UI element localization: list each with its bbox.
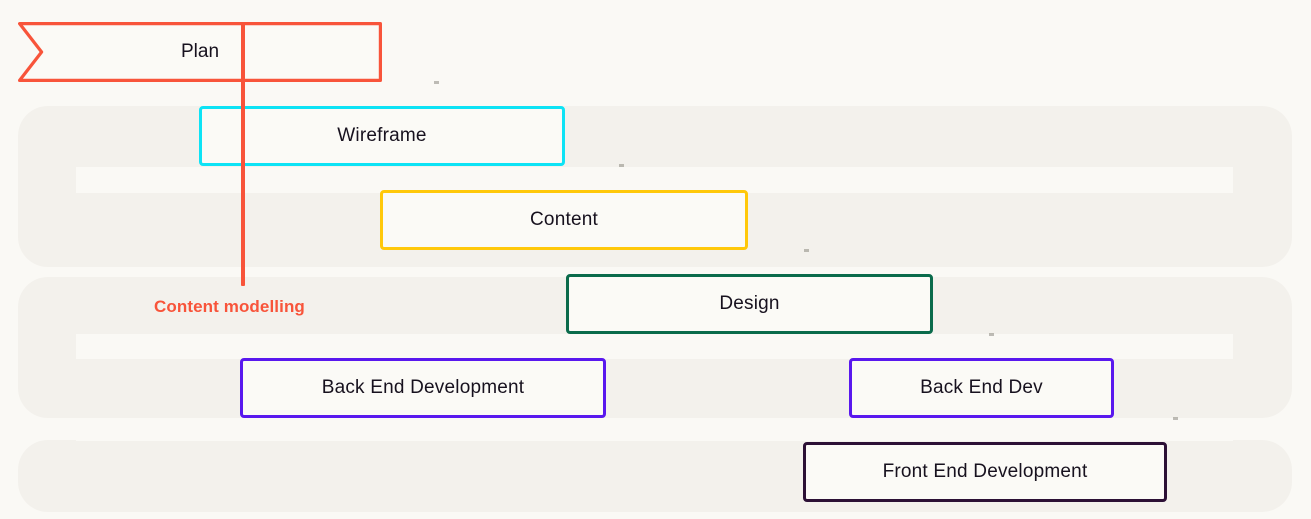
- task-bar-design[interactable]: Design: [566, 274, 933, 334]
- task-bar-plan[interactable]: Plan: [18, 22, 382, 82]
- ribbon-shape: [18, 22, 382, 82]
- grid-tick: [804, 249, 809, 252]
- row-stripe: [76, 334, 1233, 359]
- grid-tick: [1173, 417, 1178, 420]
- task-bar-front-end-development[interactable]: Front End Development: [803, 442, 1167, 502]
- row-stripe: [76, 167, 1233, 193]
- grid-tick: [989, 333, 994, 336]
- content-modelling-marker-line: [241, 22, 245, 286]
- task-label-design: Design: [719, 293, 780, 314]
- grid-tick: [434, 81, 439, 84]
- task-bar-wireframe[interactable]: Wireframe: [199, 106, 565, 166]
- task-label-plan: Plan: [180, 41, 220, 62]
- content-modelling-marker-label: Content modelling: [154, 297, 305, 316]
- task-label-back-end-dev: Back End Dev: [920, 377, 1043, 398]
- task-bar-back-end-dev[interactable]: Back End Dev: [849, 358, 1114, 418]
- row-stripe: [76, 419, 1233, 441]
- grid-tick: [619, 164, 624, 167]
- task-bar-content[interactable]: Content: [380, 190, 748, 250]
- task-label-back-end-development: Back End Development: [321, 377, 525, 398]
- task-label-content: Content: [530, 209, 598, 230]
- task-label-wireframe: Wireframe: [337, 125, 427, 146]
- task-label-front-end-development: Front End Development: [882, 461, 1088, 482]
- task-bar-back-end-development[interactable]: Back End Development: [240, 358, 606, 418]
